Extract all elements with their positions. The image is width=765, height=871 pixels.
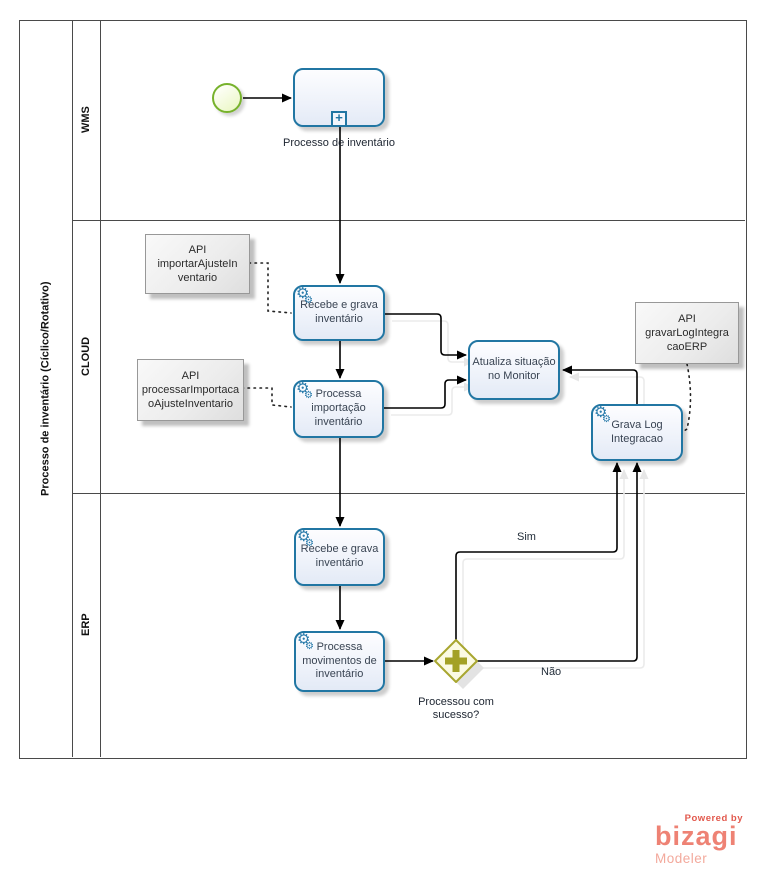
service-gear-icon-small: ⚙ [602, 414, 611, 425]
annotation-line: ventario [177, 272, 218, 285]
modeler-text: Modeler [655, 850, 708, 866]
flow-gateway-sim [455, 462, 622, 640]
pool-name-divider [72, 20, 73, 757]
service-gear-icon: ⚙ [297, 528, 311, 545]
lane-divider-cloud-erp [72, 493, 745, 494]
subprocess-plus-icon[interactable]: + [331, 111, 347, 127]
parallel-plus-icon [445, 650, 467, 672]
task-label: Recebe e grava inventário [300, 299, 378, 325]
bizagi-logo: bizagi [655, 821, 738, 851]
task-grava-log-integracao[interactable]: ⚙ ⚙ Grava Log Integracao [591, 404, 683, 461]
task-erp-recebe-e-grava[interactable]: ⚙ ⚙ Recebe e grava inventário [294, 528, 385, 586]
association-lines [241, 262, 692, 432]
flow-gateway-nao [476, 462, 642, 662]
annotation-api-importar[interactable]: API importarAjusteIn ventario [145, 234, 250, 294]
service-gear-icon: ⚙ [296, 380, 310, 397]
assoc-annotation-importar [248, 262, 292, 314]
pool-border [19, 20, 747, 759]
annotation-line: processarImportaca [141, 383, 240, 396]
powered-by-text: Powered by [684, 813, 743, 824]
annotation-line: API [678, 312, 696, 325]
flow-gravalog-to-atualiza [562, 365, 638, 404]
assoc-annotation-gravar [683, 363, 692, 432]
flow-cloud-processa-to-atualiza [384, 375, 467, 409]
edge-label-nao: Não [541, 666, 562, 678]
task-label: Grava Log Integracao [611, 418, 663, 445]
task-label: Recebe e grava inventário [300, 543, 379, 569]
flow-cloud-recebe-to-atualiza [385, 313, 467, 360]
service-gear-icon: ⚙ [296, 285, 310, 302]
annotation-line: importarAjusteIn [157, 257, 238, 270]
subprocess-processo-de-inventario[interactable]: + [293, 68, 385, 127]
annotation-line: gravarLogIntegra [645, 326, 729, 339]
task-label: Atualiza situação no Monitor [472, 356, 556, 382]
task-label: Processa importação inventário [311, 388, 366, 428]
gateway-label: Processou com sucesso? [418, 696, 494, 722]
subprocess-label: Processo de inventário [283, 137, 395, 149]
task-erp-processa-movimentos[interactable]: ⚙ ⚙ Processa movimentos de inventário [294, 631, 385, 692]
service-gear-icon-small: ⚙ [305, 641, 314, 652]
service-gear-icon-small: ⚙ [304, 295, 313, 306]
service-gear-icon: ⚙ [297, 631, 311, 648]
service-gear-icon-small: ⚙ [304, 390, 313, 401]
annotation-line: API [188, 243, 207, 256]
assoc-annotation-processar [241, 387, 292, 408]
sequence-flows [243, 93, 642, 666]
edge-label-sim: Sim [517, 531, 536, 543]
annotation-api-processar[interactable]: API processarImportaca oAjusteInventario [137, 359, 244, 421]
annotation-line: API [181, 369, 200, 382]
service-gear-icon-small: ⚙ [305, 538, 314, 549]
gateway-processou-com-sucesso[interactable] [434, 639, 478, 683]
task-atualiza-situacao-monitor[interactable]: Atualiza situação no Monitor [468, 340, 560, 400]
annotation-line: caoERP [666, 341, 708, 354]
service-gear-icon: ⚙ [594, 404, 608, 421]
lane-label-divider [100, 20, 101, 757]
start-event[interactable] [212, 83, 242, 113]
annotation-line: oAjusteInventario [148, 398, 233, 411]
lane-divider-wms-cloud [72, 220, 745, 221]
task-cloud-recebe-e-grava[interactable]: ⚙ ⚙ Recebe e grava inventário [293, 285, 385, 341]
task-cloud-processa-importacao[interactable]: ⚙ ⚙ Processa importação inventário [293, 380, 384, 438]
task-label: Processa movimentos de inventário [302, 640, 377, 681]
annotation-api-gravar-log[interactable]: API gravarLogIntegra caoERP [635, 302, 739, 364]
bizagi-watermark: Powered by bizagi Modeler [655, 813, 743, 866]
